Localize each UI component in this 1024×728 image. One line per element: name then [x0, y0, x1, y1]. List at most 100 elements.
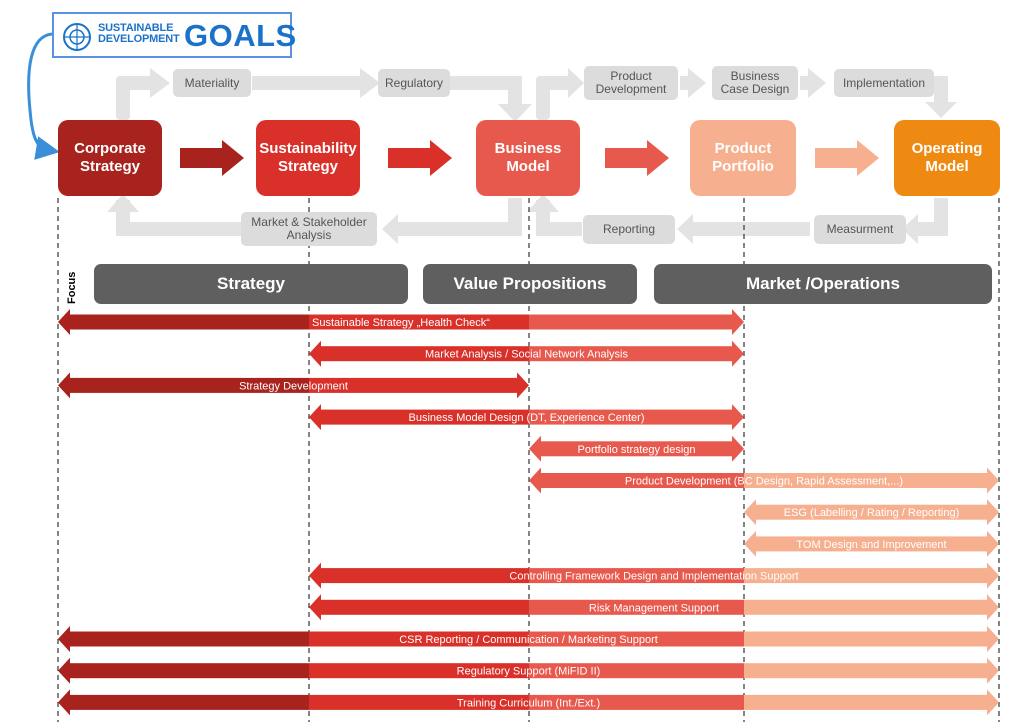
- service-bar-label: Business Model Design (DT, Experience Ce…: [409, 412, 645, 424]
- pill-regulatory: Regulatory: [378, 69, 450, 97]
- sdg-logo: SUSTAINABLE DEVELOPMENT GOALS: [52, 12, 296, 58]
- service-bar-label: Strategy Development: [239, 380, 348, 392]
- pill-label: Business: [730, 69, 780, 83]
- logo-line-2: DEVELOPMENT: [98, 33, 180, 45]
- stage-label: Portfolio: [712, 158, 774, 175]
- service-bar-segment: [529, 568, 745, 584]
- service-bar: Regulatory Support (MiFID II): [58, 657, 999, 684]
- service-bar-left-head: [58, 689, 70, 716]
- top-flow-arrows: [116, 68, 957, 122]
- service-bar-label: Regulatory Support (MiFID II): [457, 666, 601, 678]
- service-bar-right-head: [732, 404, 744, 431]
- service-bar: Sustainable Strategy „Health Check“: [58, 309, 744, 335]
- service-bar-left-head: [58, 626, 70, 652]
- service-bar: TOM Design and Improvement: [744, 530, 999, 557]
- service-bar-segment: [321, 568, 530, 584]
- stage-label: Strategy: [79, 158, 141, 175]
- pill-label: Materiality: [184, 75, 240, 90]
- service-bar: Product Development (BC Design, Rapid As…: [529, 467, 999, 494]
- pill-label: Market & Stakeholder: [251, 215, 367, 229]
- stage-label: Business: [494, 140, 562, 157]
- pill-label: Product: [610, 69, 652, 83]
- pill-measurement: Measurment: [814, 215, 906, 244]
- service-bar-right-head: [987, 594, 999, 621]
- un-emblem-icon: [63, 23, 91, 51]
- service-bar-left-head: [529, 467, 541, 494]
- service-bar: CSR Reporting / Communication / Marketin…: [58, 626, 999, 652]
- focus-value-propositions: Value Propositions: [423, 264, 637, 304]
- service-bar-segment: [744, 631, 988, 647]
- service-bar-right-head: [987, 530, 999, 557]
- service-bar-segment: [70, 694, 310, 710]
- service-bar-segment: [744, 599, 988, 615]
- logo-text-small: SUSTAINABLE DEVELOPMENT: [98, 23, 180, 45]
- service-bar-segment: [309, 663, 530, 679]
- service-bar-label: Market Analysis / Social Network Analysi…: [425, 349, 628, 361]
- pill-label: Regulatory: [384, 75, 444, 90]
- service-bar-right-head: [517, 372, 529, 399]
- service-bar-right-head: [987, 562, 999, 589]
- pill-label: Measurment: [826, 222, 894, 236]
- service-bar: ESG (Labelling / Rating / Reporting): [744, 499, 999, 526]
- service-bar-left-head: [529, 435, 541, 462]
- service-bar-label: Product Development (BC Design, Rapid As…: [625, 476, 903, 488]
- service-bar-label: Training Curriculum (Int./Ext.): [457, 697, 600, 709]
- stage-label: Strategy: [277, 158, 339, 175]
- service-bar-right-head: [987, 626, 999, 652]
- stage-label: Sustainability: [259, 140, 357, 157]
- service-bar-label: TOM Design and Improvement: [796, 539, 946, 551]
- service-bar-left-head: [744, 499, 756, 526]
- service-bar-left-head: [744, 530, 756, 557]
- service-bar-segment: [541, 473, 745, 488]
- service-bar-right-head: [987, 467, 999, 494]
- stage-arrows: [180, 140, 879, 176]
- service-bar-segment: [70, 663, 310, 679]
- stage-label: Model: [925, 158, 969, 175]
- service-bar-label: Risk Management Support: [589, 602, 719, 614]
- pill-label: Reporting: [602, 222, 656, 236]
- service-bar-segment: [321, 346, 530, 362]
- service-bar-right-head: [987, 689, 999, 716]
- service-bar-segment: [309, 377, 518, 393]
- service-bar-segment: [70, 631, 310, 647]
- service-bar-segment: [529, 346, 733, 362]
- service-bar-label: Controlling Framework Design and Impleme…: [509, 571, 798, 583]
- service-bar-left-head: [58, 372, 70, 399]
- logo-link-arrow: [27, 32, 60, 160]
- service-bar-segment: [756, 536, 988, 552]
- service-bar-segment: [744, 473, 988, 488]
- focus-bar-label: Market /Operations: [746, 274, 900, 293]
- service-bar-segment: [529, 663, 745, 679]
- service-bar-label: ESG (Labelling / Rating / Reporting): [784, 507, 959, 519]
- logo-line-1: SUSTAINABLE: [98, 22, 174, 34]
- service-bar-left-head: [58, 309, 70, 335]
- service-bar-segment: [541, 441, 733, 457]
- service-bar-right-head: [987, 499, 999, 526]
- service-bar: Training Curriculum (Int./Ext.): [58, 689, 999, 716]
- service-bar: Portfolio strategy design: [529, 435, 744, 462]
- stage-label: Corporate: [74, 140, 146, 157]
- pill-reporting: Reporting: [583, 215, 675, 244]
- service-bar-segment: [309, 694, 530, 710]
- focus-bar-label: Value Propositions: [453, 274, 607, 293]
- service-bar-segment: [529, 599, 745, 615]
- pill-label: Development: [595, 82, 667, 96]
- service-bar-segment: [529, 631, 745, 647]
- service-bar: Controlling Framework Design and Impleme…: [309, 562, 999, 589]
- service-bar-segment: [756, 504, 988, 520]
- service-bar-label: Portfolio strategy design: [577, 444, 695, 456]
- pill-label: Analysis: [286, 228, 332, 242]
- stage-label: Operating: [911, 140, 983, 157]
- service-bar-segment: [529, 409, 733, 425]
- service-bar-label: Sustainable Strategy „Health Check“: [312, 317, 490, 329]
- service-bar-segment: [321, 409, 530, 425]
- service-bars: Sustainable Strategy „Health Check“ Marke…: [58, 309, 999, 716]
- service-bar-segment: [309, 314, 530, 330]
- focus-market-operations: Market /Operations: [654, 264, 992, 304]
- focus-label: Focus: [66, 271, 78, 304]
